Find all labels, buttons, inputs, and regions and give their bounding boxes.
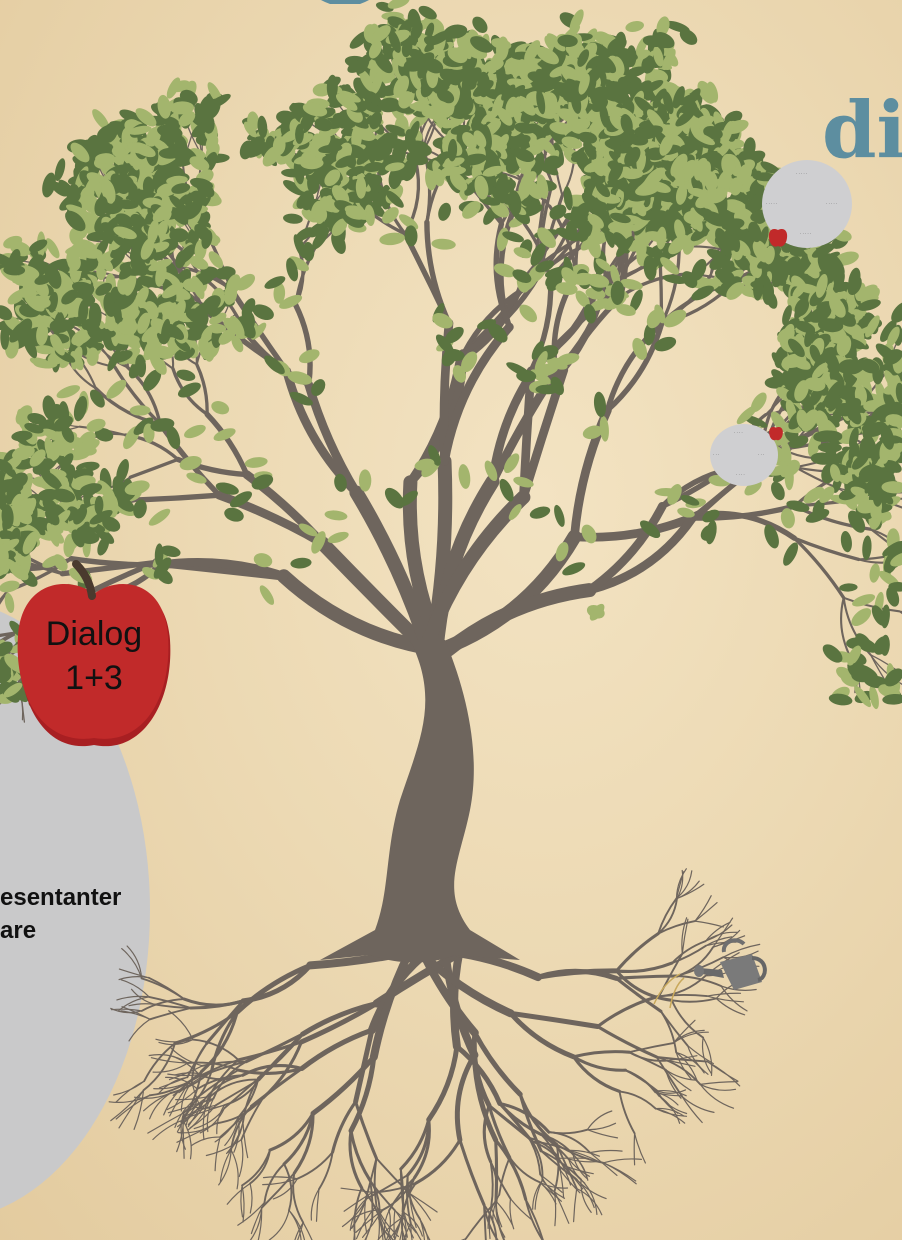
watering-can-icon[interactable] [690, 934, 770, 998]
apple-icon[interactable] [14, 560, 176, 755]
title-fragment: dia [822, 85, 902, 176]
apple-icon[interactable] [768, 424, 784, 442]
water-drops [653, 973, 685, 1009]
circle-text: esentanter are [0, 884, 122, 944]
apple-label[interactable]: Dialog 1+3 [45, 615, 143, 697]
overview-circle-2[interactable]: · · · · · · · · · · · · · · [710, 424, 778, 486]
title-fragment-top [321, 0, 369, 4]
apple-icon[interactable] [768, 225, 788, 249]
